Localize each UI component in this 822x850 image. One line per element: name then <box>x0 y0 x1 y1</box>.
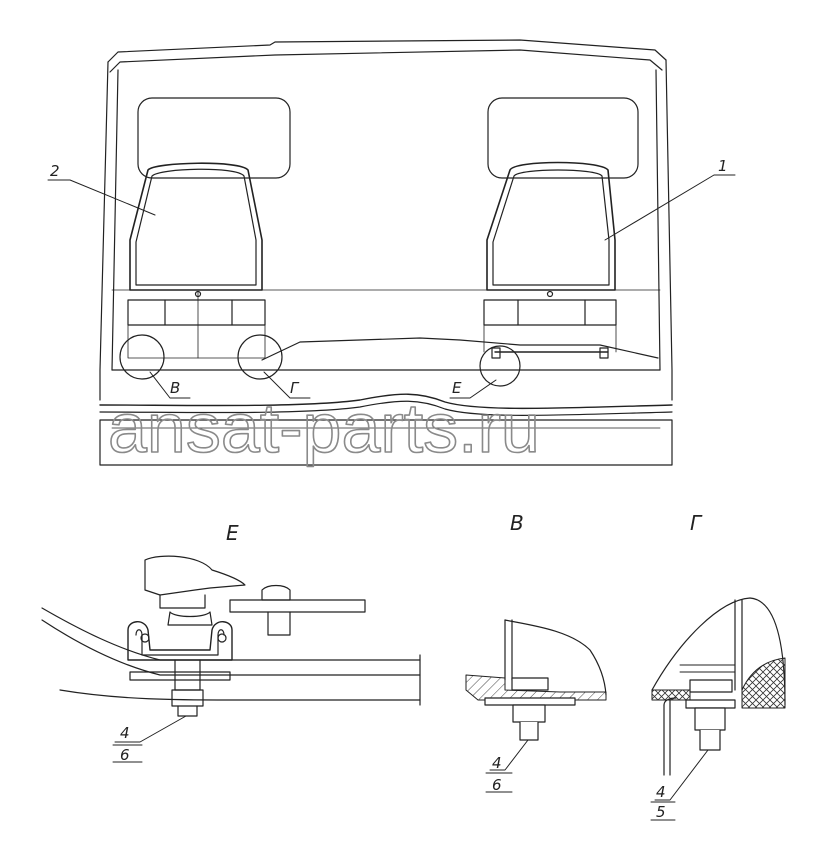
view-g-num-bottom: 5 <box>656 803 666 821</box>
view-b-num-top: 4 <box>492 754 502 772</box>
view-g-num-top: 4 <box>656 783 666 801</box>
seat-right <box>483 161 617 359</box>
label-callout-b: В <box>170 379 180 397</box>
watermark: ansat-parts.ru <box>108 389 540 467</box>
seat-left <box>127 162 266 359</box>
detail-view-e: Е 4 6 <box>41 521 421 764</box>
callout-circle-b <box>119 334 165 380</box>
callout-circle-e <box>479 345 521 387</box>
view-e-num-bottom: 6 <box>120 746 130 764</box>
label-callout-e: Е <box>452 379 462 397</box>
view-e-num-top: 4 <box>120 724 130 742</box>
detail-view-g: Г 4 5 <box>650 511 786 821</box>
label-seat-left: 2 <box>50 162 60 180</box>
view-g-title: Г <box>690 511 703 535</box>
rear-window-right <box>487 97 639 179</box>
view-e-title: Е <box>226 521 239 545</box>
cabin-rear-view <box>99 39 673 466</box>
label-seat-right: 1 <box>718 157 728 175</box>
label-callout-g: Г <box>290 379 300 397</box>
view-b-title: В <box>510 511 524 535</box>
rear-window-left <box>137 97 291 179</box>
callout-circle-g <box>237 334 283 380</box>
view-b-num-bottom: 6 <box>492 776 502 794</box>
detail-view-b: В 4 6 <box>465 511 607 794</box>
